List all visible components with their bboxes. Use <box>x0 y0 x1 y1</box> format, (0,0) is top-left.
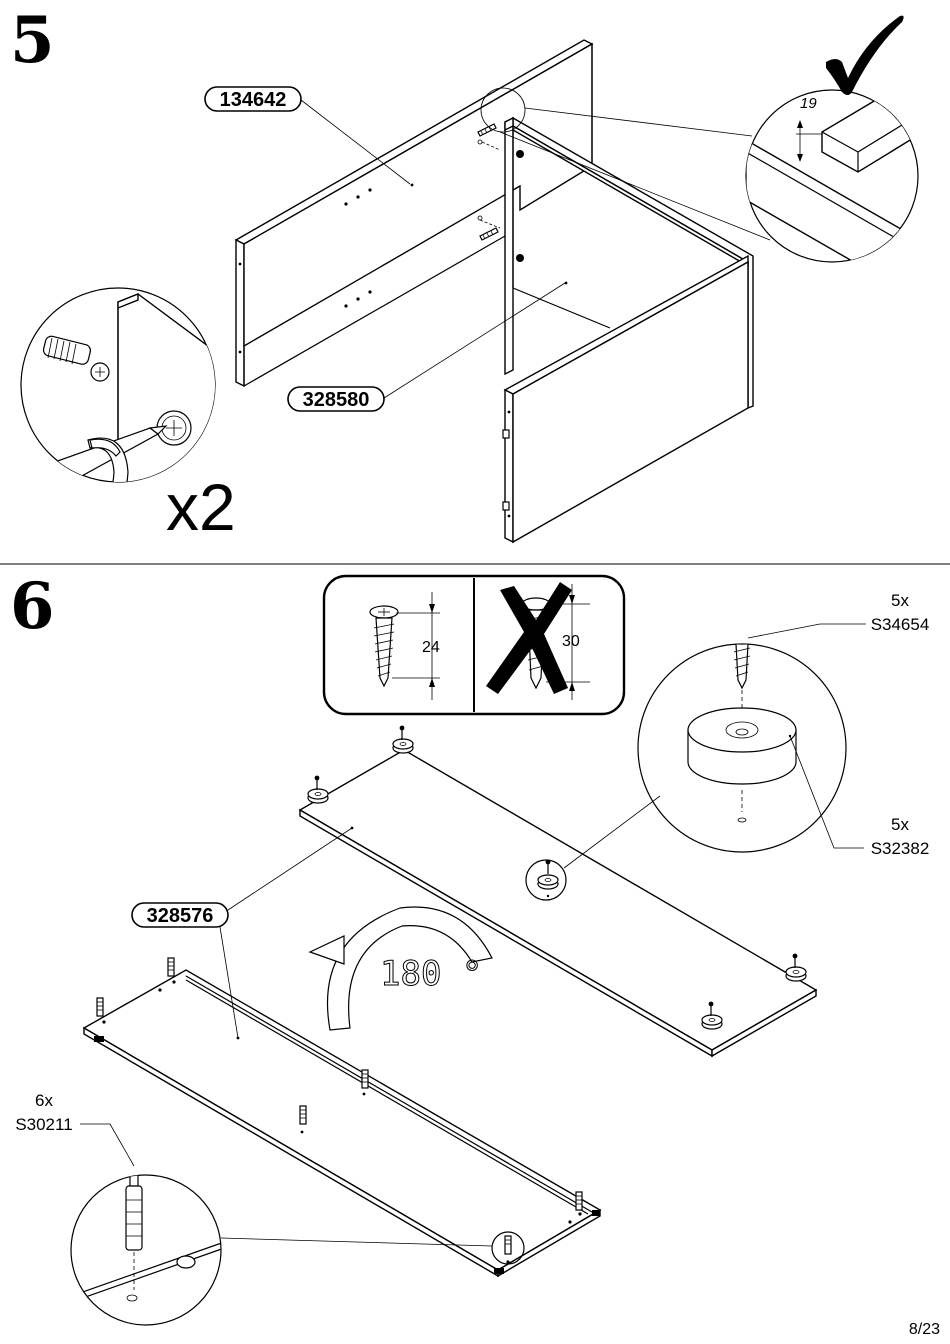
svg-text:5x: 5x <box>891 815 909 834</box>
cam-screw <box>42 335 110 382</box>
screw-size-box: 24 30 <box>322 574 626 716</box>
foot-pad-detail-circle <box>637 643 847 853</box>
foot-pad-highlight <box>525 859 567 901</box>
dowel <box>299 1105 307 1125</box>
step-6-number: 6 <box>10 569 55 644</box>
edge-dimension: 19 <box>800 95 817 112</box>
wood-dowel-bottom <box>477 215 501 241</box>
dowel-highlight <box>491 1231 525 1265</box>
wrong-x-icon <box>486 582 572 694</box>
rotate-arrow-icon <box>70 437 129 482</box>
dowel-detail-circle <box>70 1174 222 1326</box>
bottom-panel-lower <box>82 957 602 1278</box>
svg-text:6x: 6x <box>35 1091 53 1110</box>
pad-disc <box>687 707 797 823</box>
svg-text:134642: 134642 <box>220 89 287 111</box>
cam-lock-fitting <box>156 410 192 446</box>
svg-text:S30211: S30211 <box>15 1115 72 1134</box>
page-number: 8/23 <box>909 1321 940 1338</box>
svg-text:30: 30 <box>562 633 580 650</box>
dowel <box>167 957 175 977</box>
check-mark-icon <box>826 15 904 96</box>
foot-pad <box>392 725 414 754</box>
foot-pad <box>785 953 807 982</box>
svg-text:5x: 5x <box>891 591 909 610</box>
foot-pad <box>307 775 329 804</box>
dowel <box>575 1191 583 1211</box>
callout-dowel-S30211: 6x S30211 <box>15 1091 135 1167</box>
part-label-134642: 134642 <box>204 86 411 185</box>
step-5-number: 5 <box>10 3 55 78</box>
right-panel-328580 <box>502 254 749 544</box>
rotation-angle: 180 ° <box>380 954 482 994</box>
callout-screw-S34654: 5x S34654 <box>747 591 930 639</box>
bottom-panel-upper <box>298 725 818 1058</box>
svg-text:328580: 328580 <box>303 389 370 411</box>
connector-bolt <box>125 1175 143 1251</box>
svg-text:24: 24 <box>422 639 440 656</box>
svg-text:328576: 328576 <box>147 905 214 927</box>
dowel <box>361 1069 369 1089</box>
svg-text:S34654: S34654 <box>871 615 930 634</box>
wrong-screw-30: 30 <box>486 582 590 700</box>
part-label-328576: 328576 <box>131 827 353 1039</box>
back-panel-134642 <box>234 39 594 388</box>
dowel <box>96 997 104 1017</box>
foot-pad <box>701 1001 723 1030</box>
correct-screw-24: 24 <box>369 592 440 700</box>
callout-pad-S32382: 5x S32382 <box>789 735 930 858</box>
svg-text:S32382: S32382 <box>871 839 930 858</box>
rotation-180-arrow: 180 ° <box>308 906 493 1031</box>
step5-quantity: x2 <box>166 470 236 544</box>
part-label-328580: 328580 <box>287 282 566 412</box>
